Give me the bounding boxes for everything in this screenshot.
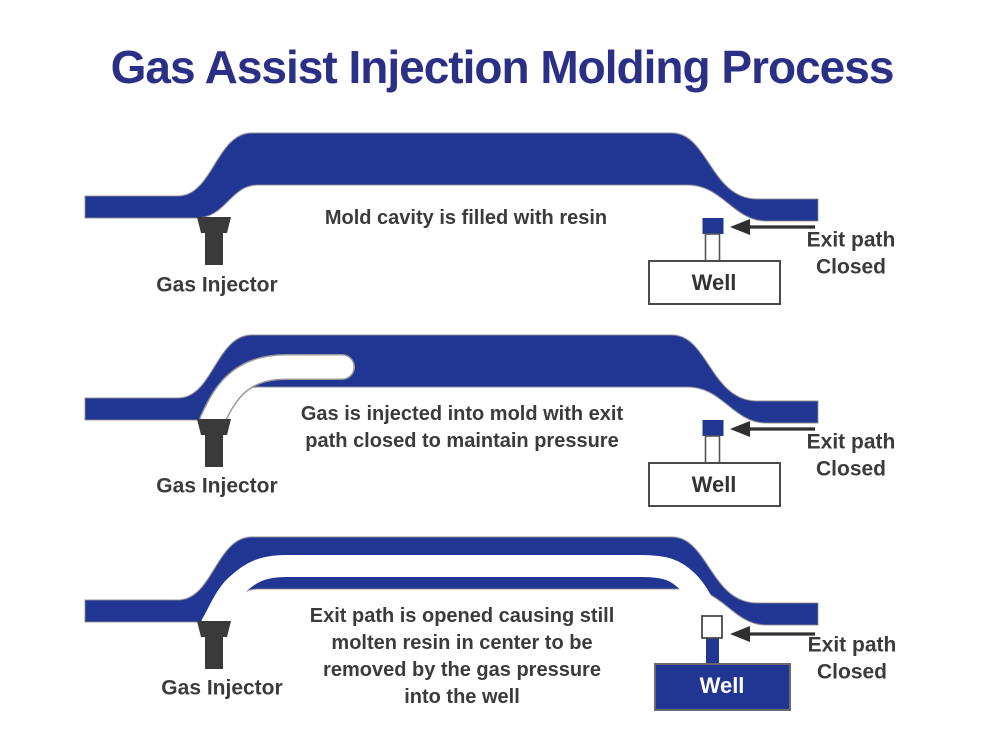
- stage-1-caption-line-1: Mold cavity is filled with resin: [324, 207, 608, 229]
- well-label-stage-2: Well: [691, 472, 737, 497]
- stage-3-graphics: [84, 536, 819, 711]
- injector-shaft-icon: [205, 232, 223, 265]
- exit-stub-stage-1: [702, 218, 724, 234]
- gas-injector-stage-2: [197, 419, 231, 467]
- injector-shaft-icon: [205, 636, 223, 669]
- exit-arrow-head-stage-3: [730, 626, 750, 642]
- exit-stub-stage-2: [702, 420, 724, 436]
- exit-path-label-stage-1-line-1: Exit path: [806, 228, 896, 252]
- gas-injector-label-stage-2: Gas Injector: [156, 474, 278, 498]
- exit-stub-stage-3: [701, 615, 723, 639]
- well-pipe-stage-2: [704, 435, 721, 464]
- injector-cap-icon: [197, 621, 231, 637]
- well-box-stage-3: [654, 663, 791, 711]
- stage-2-caption-line-2: path closed to maintain pressure: [305, 430, 619, 452]
- well-pipe-stage-1: [704, 233, 721, 262]
- exit-path-label-stage-2-line-2: Closed: [815, 457, 887, 481]
- stage-2-caption-line-1: Gas is injected into mold with exit: [300, 403, 624, 425]
- stage-2-graphics: [84, 334, 819, 507]
- well-pipe-stage-3: [706, 638, 719, 665]
- injector-cap-icon: [197, 217, 231, 233]
- exit-arrow-head-stage-1: [730, 219, 750, 235]
- exit-path-label-stage-3-line-1: Exit path: [807, 633, 897, 657]
- exit-path-label-stage-1-line-2: Closed: [815, 255, 887, 279]
- stage-3-caption-line-2: molten resin in center to be: [331, 632, 593, 654]
- injector-shaft-icon: [205, 434, 223, 467]
- well-box-stage-2: [648, 462, 781, 507]
- injector-cap-icon: [197, 419, 231, 435]
- exit-arrow-head-stage-2: [730, 421, 750, 437]
- gas-injector-stage-3: [197, 621, 231, 669]
- gas-injector-stage-1: [197, 217, 231, 265]
- well-label-stage-1: Well: [691, 270, 737, 295]
- gas-injector-label-stage-3: Gas Injector: [161, 676, 283, 700]
- exit-path-label-stage-2-line-1: Exit path: [806, 430, 896, 454]
- mold-body-stage-1: [84, 132, 819, 222]
- gas-channel-stage-2: [200, 355, 354, 433]
- well-box-stage-1: [648, 260, 781, 305]
- stage-1-graphics: [84, 132, 819, 305]
- exit-path-label-stage-3-line-2: Closed: [816, 660, 888, 684]
- stage-3-caption-line-1: Exit path is opened causing still: [309, 605, 615, 627]
- well-label-stage-3: Well: [699, 673, 745, 698]
- page-title: Gas Assist Injection Molding Process: [110, 41, 895, 93]
- gas-injector-label-stage-1: Gas Injector: [156, 273, 278, 297]
- stage-3-caption-line-4: into the well: [404, 686, 520, 708]
- stage-3-caption-line-3: removed by the gas pressure: [323, 659, 601, 681]
- hollow-cavity-stage-3: [201, 555, 723, 635]
